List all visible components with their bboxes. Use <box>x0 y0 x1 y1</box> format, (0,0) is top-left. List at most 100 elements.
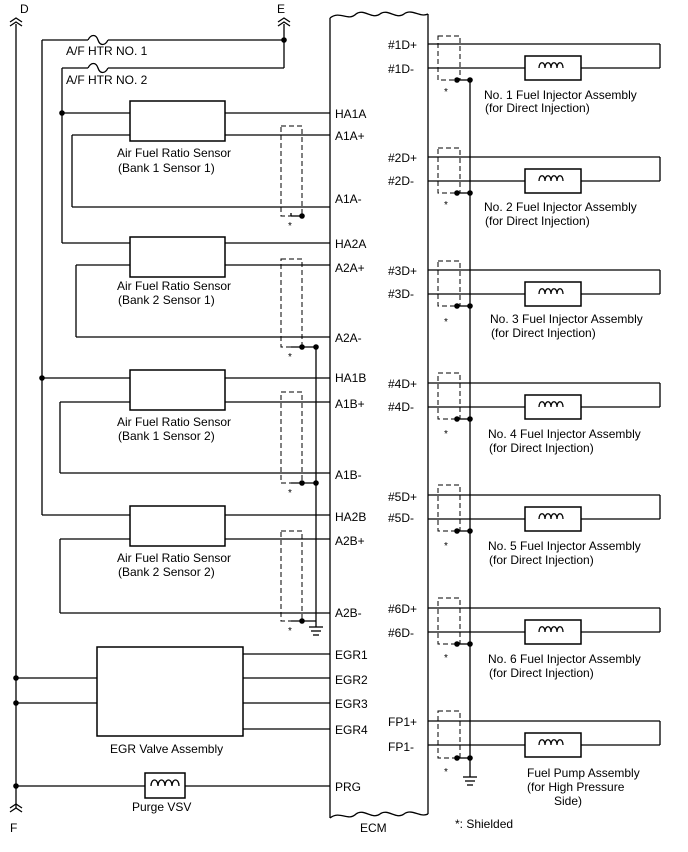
pin-prg: PRG <box>335 780 361 794</box>
fuel-pump-label-2: (for High Pressure <box>527 780 625 794</box>
pin-a1a-plus: A1A+ <box>335 129 365 143</box>
pin-a1b-plus: A1B+ <box>335 397 365 411</box>
pin-a1a-minus: A1A- <box>335 192 362 206</box>
pin-5d-minus: #5D- <box>388 511 414 525</box>
pin-2d-minus: #2D- <box>388 174 414 188</box>
pin-ha1b: HA1B <box>335 371 366 385</box>
pin-6d-plus: #6D+ <box>388 602 417 616</box>
af-sensor-b2s1: * Air Fuel Ratio Sensor (Bank 2 Sensor 1… <box>62 236 366 363</box>
af-sensor-b2s1-label: Air Fuel Ratio Sensor <box>117 279 231 293</box>
pin-egr4: EGR4 <box>335 723 368 737</box>
pin-6d-minus: #6D- <box>388 626 414 640</box>
injector-3: #3D+ #3D- * No. 3 Fuel Injector Assembly… <box>388 260 661 340</box>
svg-text:*: * <box>288 626 292 637</box>
pin-a2b-plus: A2B+ <box>335 534 365 548</box>
svg-text:*: * <box>444 767 448 778</box>
pin-2d-plus: #2D+ <box>388 151 417 165</box>
injector-3-label: No. 3 Fuel Injector Assembly <box>490 312 643 326</box>
injector-6-label: No. 6 Fuel Injector Assembly <box>488 652 641 666</box>
pin-1d-minus: #1D- <box>388 62 414 76</box>
coil-icon <box>150 779 180 787</box>
purge-vsv: Purge VSV PRG <box>13 772 361 814</box>
pin-a2b-minus: A2B- <box>335 606 362 620</box>
shield-b2s1 <box>280 258 303 348</box>
svg-text:*: * <box>444 200 448 211</box>
af-sensor-b2s1-body <box>129 236 226 278</box>
injector-1-label: No. 1 Fuel Injector Assembly <box>484 88 637 102</box>
fuel-pump-label-3: Side) <box>554 794 582 808</box>
pin-a1b-minus: A1B- <box>335 468 362 482</box>
pin-4d-plus: #4D+ <box>388 377 417 391</box>
shield-note: *: Shielded <box>455 817 513 831</box>
injector-1: #1D+ #1D- * No. 1 Fuel Injector Assembly… <box>388 35 661 115</box>
injector-4-label: No. 4 Fuel Injector Assembly <box>488 427 641 441</box>
svg-text:*: * <box>444 429 448 440</box>
af-sensor-b1s2: * Air Fuel Ratio Sensor (Bank 1 Sensor 2… <box>39 369 366 499</box>
egr-valve-label: EGR Valve Assembly <box>110 742 223 756</box>
injector-6-sub: (for Direct Injection) <box>489 666 594 680</box>
svg-text:*: * <box>288 352 292 363</box>
ground-symbol-right <box>463 773 477 786</box>
pin-ha2a: HA2A <box>335 237 366 251</box>
af-sensor-b2s2-label: Air Fuel Ratio Sensor <box>117 551 231 565</box>
terminal-f-label: F <box>10 821 17 835</box>
ecm-label: ECM <box>360 821 387 835</box>
coil-icon <box>538 288 564 295</box>
pin-ha1a: HA1A <box>335 107 366 121</box>
injector-1-body <box>524 55 582 81</box>
svg-text:*: * <box>444 87 448 98</box>
injector-5-sub: (for Direct Injection) <box>489 553 594 567</box>
coil-icon <box>538 739 564 746</box>
pin-3d-plus: #3D+ <box>388 264 417 278</box>
injector-5-label: No. 5 Fuel Injector Assembly <box>488 539 641 553</box>
coil-icon <box>538 62 564 69</box>
injector-4-sub: (for Direct Injection) <box>489 441 594 455</box>
pin-ha2b: HA2B <box>335 510 366 524</box>
pin-3d-minus: #3D- <box>388 287 414 301</box>
coil-icon <box>538 626 564 633</box>
egr-valve-assembly: EGR Valve Assembly EGR1 EGR2 EGR3 EGR4 <box>13 646 368 756</box>
injector-3-sub: (for Direct Injection) <box>491 326 596 340</box>
terminal-e: E <box>277 2 291 68</box>
pin-egr1: EGR1 <box>335 648 368 662</box>
pin-fp1-minus: FP1- <box>388 740 414 754</box>
htr-fuse-1-label: A/F HTR NO. 1 <box>66 44 148 58</box>
injector-2-sub: (for Direct Injection) <box>485 214 590 228</box>
svg-text:*: * <box>288 221 292 232</box>
af-sensor-b1s2-label: Air Fuel Ratio Sensor <box>117 415 231 429</box>
pin-4d-minus: #4D- <box>388 400 414 414</box>
coil-icon <box>538 401 564 408</box>
shield-b2s2 <box>280 530 303 622</box>
svg-text:*: * <box>444 317 448 328</box>
af-sensor-b1s2-sub: (Bank 1 Sensor 2) <box>118 429 215 443</box>
ecm-block: ECM <box>329 11 429 835</box>
htr-fuse-2-label: A/F HTR NO. 2 <box>66 73 148 87</box>
pin-1d-plus: #1D+ <box>388 38 417 52</box>
injector-5: #5D+ #5D- * No. 5 Fuel Injector Assembly… <box>388 484 661 567</box>
injector-5-body <box>524 506 582 532</box>
fuel-pump-assembly: FP1+ FP1- * Fuel Pump Assembly (for High… <box>388 710 661 808</box>
svg-text:*: * <box>444 541 448 552</box>
pin-a2a-plus: A2A+ <box>335 261 365 275</box>
af-sensor-b1s1-label: Air Fuel Ratio Sensor <box>117 146 231 160</box>
injector-2-label: No. 2 Fuel Injector Assembly <box>484 200 637 214</box>
af-sensor-b1s2-body <box>129 369 226 411</box>
coil-icon <box>538 513 564 520</box>
htr-fuse-2: A/F HTR NO. 2 <box>62 62 284 87</box>
egr-valve-body <box>96 646 244 737</box>
af-sensor-b1s1-body <box>129 100 226 142</box>
terminal-f: F <box>9 803 23 835</box>
af-sensor-b1s1-sub: (Bank 1 Sensor 1) <box>118 161 215 175</box>
af-sensor-b2s2-sub: (Bank 2 Sensor 2) <box>118 565 215 579</box>
pin-a2a-minus: A2A- <box>335 331 362 345</box>
htr-fuse-1: A/F HTR NO. 1 <box>42 34 284 58</box>
purge-vsv-label: Purge VSV <box>132 800 191 814</box>
svg-text:*: * <box>288 488 292 499</box>
injector-2: #2D+ #2D- * No. 2 Fuel Injector Assembly… <box>388 147 661 228</box>
terminal-e-label: E <box>277 2 285 16</box>
svg-text:*: * <box>444 653 448 664</box>
pin-egr2: EGR2 <box>335 673 368 687</box>
injector-4: #4D+ #4D- * No. 4 Fuel Injector Assembly… <box>388 372 661 455</box>
pin-fp1-plus: FP1+ <box>388 715 417 729</box>
